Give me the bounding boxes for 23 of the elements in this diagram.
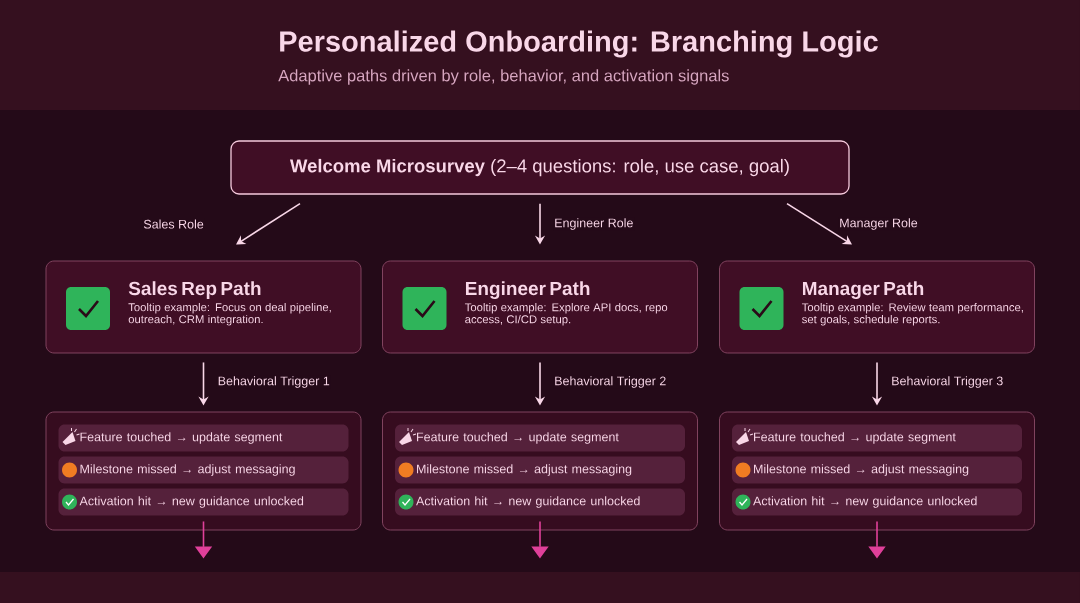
trigger-row: Activation hit → new guidance unlocked: [732, 488, 1022, 516]
path-box: Engineer Path Tooltip example: Explore API docs, repo access, CI/CD setup.: [382, 260, 698, 354]
survey-box: Welcome Microsurvey (2–4 questions: role, use case, goal): [230, 140, 850, 195]
edge-label: Behavioral Trigger 2: [553, 375, 668, 389]
path-box: Sales Rep Path Tooltip example: Focus on deal pipeline, outreach, CRM integration.: [45, 260, 362, 354]
trigger-row: Feature touched → update segment: [395, 424, 685, 452]
arrow: [236, 202, 301, 245]
arrow: [786, 202, 852, 245]
path-box: Manager Path Tooltip example: Review team performance, set goals, schedule reports.: [719, 260, 1035, 354]
trigger-row: Milestone missed → adjust messaging: [58, 456, 349, 484]
trigger-row: Feature touched → update segment: [58, 424, 349, 452]
title: Personalized Onboarding: Branching Logic: [280, 30, 878, 58]
trigger-row: Feature touched → update segment: [732, 424, 1022, 452]
edge-label: Manager Role: [838, 217, 919, 231]
subtitle: Adaptive paths driven by role, behavior, and activation signals: [278, 69, 729, 85]
trigger-row: Milestone missed → adjust messaging: [732, 456, 1022, 484]
edge-label: Engineer Role: [553, 217, 635, 231]
trigger-row: Activation hit → new guidance unlocked: [58, 488, 349, 516]
edge-label: Behavioral Trigger 1: [216, 375, 331, 389]
edge-label: Behavioral Trigger 3: [890, 375, 1005, 389]
trigger-row: Milestone missed → adjust messaging: [395, 456, 685, 484]
edge-label: Sales Role: [142, 218, 205, 230]
trigger-row: Activation hit → new guidance unlocked: [395, 488, 685, 516]
